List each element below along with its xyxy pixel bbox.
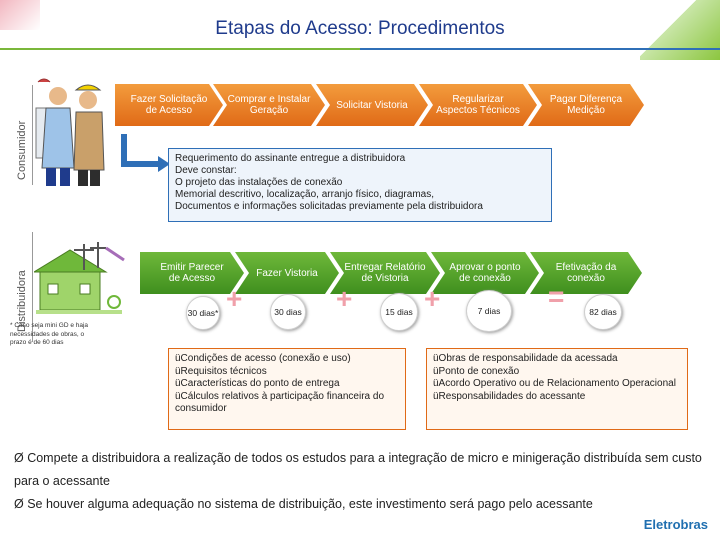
parecer-item: üCaracterísticas do ponto de entrega [175, 378, 340, 389]
conexao-details-box: üObras de responsabilidade da acessada ü… [426, 348, 688, 430]
consumer-people-illustration [35, 78, 105, 186]
parecer-item: üCondições de acesso (conexão e uso) [175, 353, 351, 364]
plus-operator-2: + [336, 283, 353, 314]
conexao-item: üAcordo Operativo ou de Relacionamento O… [433, 378, 676, 389]
req-line-5: Documentos e informações solicitadas pre… [175, 201, 483, 212]
days-circle-3: 15 dias [380, 293, 418, 331]
step-regularizar: Regularizar Aspectos Técnicos [419, 84, 537, 126]
step-emitir-parecer: Emitir Parecer de Acesso [140, 252, 244, 294]
bullet-item: Ø Compete a distribuidora a realização d… [14, 451, 702, 488]
req-line-4: Memorial descritivo, localização, arranj… [175, 189, 434, 200]
days-circle-1: 30 dias* [186, 296, 220, 330]
step-fazer-vistoria: Fazer Vistoria [235, 252, 339, 294]
req-line-1: Requerimento do assinante entregue a dis… [175, 153, 406, 164]
step-solicitar-vistoria: Solicitar Vistoria [316, 84, 428, 126]
distributor-building-illustration [34, 242, 125, 314]
consumidor-label: Consumidor [16, 120, 28, 180]
corner-decoration-right [640, 0, 720, 60]
notes-bullets: Ø Compete a distribuidora a realização d… [14, 447, 704, 516]
parecer-item: üRequisitos técnicos [175, 365, 267, 377]
page-title: Etapas do Acesso: Procedimentos [215, 18, 505, 39]
footnote: * Caso seja mini GD e haja necessidades … [10, 322, 89, 346]
days-circle-4: 7 dias [466, 290, 512, 332]
title-underline [0, 48, 720, 50]
consumidor-sidebar: Consumidor [14, 85, 33, 185]
req-line-2: Deve constar: [175, 165, 237, 176]
parecer-details-box: üCondições de acesso (conexão e uso) üRe… [168, 348, 406, 430]
step-aprovar-ponto: Aprovar o ponto de conexão [431, 252, 539, 294]
connector-arrow [121, 134, 170, 172]
step-efetivacao: Efetivação da conexão [530, 252, 642, 294]
bullet-item: Ø Se houver alguma adequação no sistema … [14, 497, 593, 511]
equals-operator: = [548, 281, 565, 312]
conexao-item: üPonto de conexão [433, 365, 520, 377]
requirements-box: Requerimento do assinante entregue a dis… [168, 148, 552, 222]
plus-operator-3: + [424, 283, 441, 314]
conexao-item: üObras de responsabilidade da acessada [433, 353, 618, 364]
step-pagar-diferenca: Pagar Diferença Medição [528, 84, 644, 126]
parecer-item: üCálculos relativos à participação finan… [175, 390, 385, 415]
plus-operator-1: + [226, 283, 243, 314]
days-circle-2: 30 dias [270, 294, 306, 330]
distribuidora-sidebar: Distribuidora [14, 232, 33, 342]
conexao-item: üResponsabilidades do acessante [433, 390, 586, 402]
req-line-3: O projeto das instalações de conexão [175, 177, 343, 188]
step-fazer-solicitacao: Fazer Solicitação de Acesso [115, 84, 223, 126]
step-entregar-relatorio: Entregar Relatório de Vistoria [330, 252, 440, 294]
step-comprar-instalar: Comprar e Instalar Geração [213, 84, 325, 126]
eletrobras-logo: Eletrobras [643, 517, 708, 532]
days-circle-5: 82 dias [584, 294, 622, 330]
corner-decoration-left [0, 0, 40, 30]
